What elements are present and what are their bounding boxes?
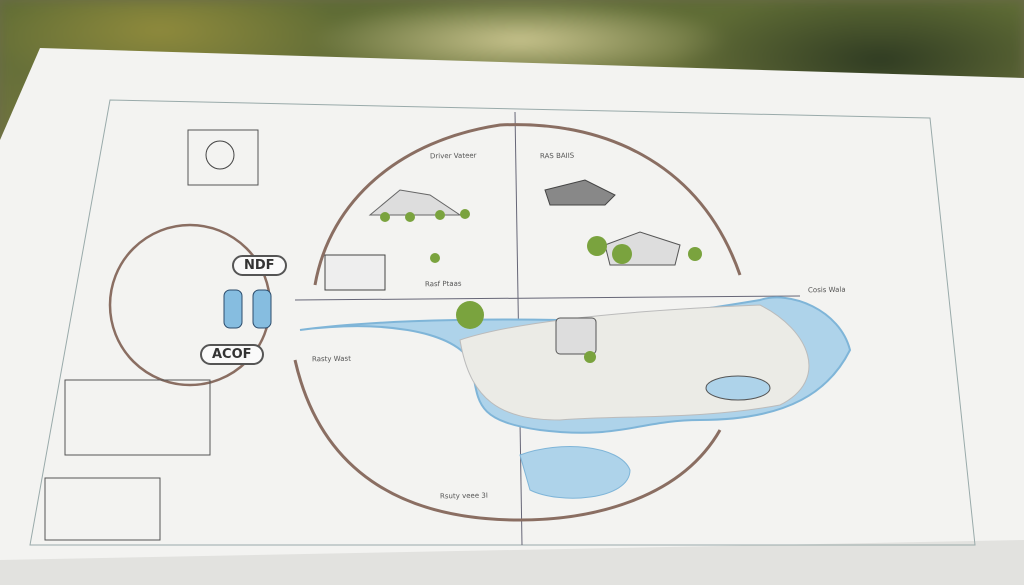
tree bbox=[456, 301, 484, 329]
diagram-border bbox=[29, 99, 976, 546]
truck-sketch-box-2 bbox=[44, 477, 161, 541]
acof-label: ACOF bbox=[200, 344, 264, 365]
label-left-mid: Rasty Wast bbox=[311, 354, 351, 364]
cycle-arrow-top bbox=[313, 123, 742, 286]
horizontal-divider bbox=[294, 295, 801, 301]
label-top-right: RAS BAIIS bbox=[539, 151, 575, 161]
label-right-mid: Cosis Wala bbox=[807, 285, 846, 295]
paper-sheet bbox=[0, 48, 1024, 585]
truck-sketch-box bbox=[64, 379, 211, 456]
storage-tank bbox=[555, 317, 597, 355]
water-pool bbox=[519, 446, 631, 499]
cycle-arrow-bottom bbox=[293, 359, 722, 522]
tree bbox=[688, 247, 702, 261]
treatment-pond bbox=[705, 375, 771, 401]
gauge-box bbox=[187, 129, 259, 186]
tree bbox=[584, 351, 596, 363]
gauge-icon bbox=[205, 140, 235, 170]
paper-shadow bbox=[0, 540, 1024, 585]
ndf-label: NDF bbox=[232, 255, 287, 276]
mountain-sketch bbox=[368, 189, 462, 216]
farmhouse-sketch bbox=[544, 179, 616, 206]
tree bbox=[612, 244, 632, 264]
tree bbox=[380, 212, 390, 222]
tree bbox=[430, 253, 440, 263]
tree bbox=[460, 209, 470, 219]
trees bbox=[380, 209, 702, 363]
tree bbox=[435, 210, 445, 220]
label-bottom: Rsuty veee 3I bbox=[439, 491, 488, 501]
tree bbox=[587, 236, 607, 256]
filter-tank-2 bbox=[252, 289, 272, 329]
label-center: Rasf Ptaas bbox=[424, 279, 462, 289]
label-top-left: Driver Vateer bbox=[429, 151, 477, 161]
tree bbox=[405, 212, 415, 222]
filter-tank-1 bbox=[223, 289, 243, 329]
factory-sketch bbox=[324, 254, 386, 291]
